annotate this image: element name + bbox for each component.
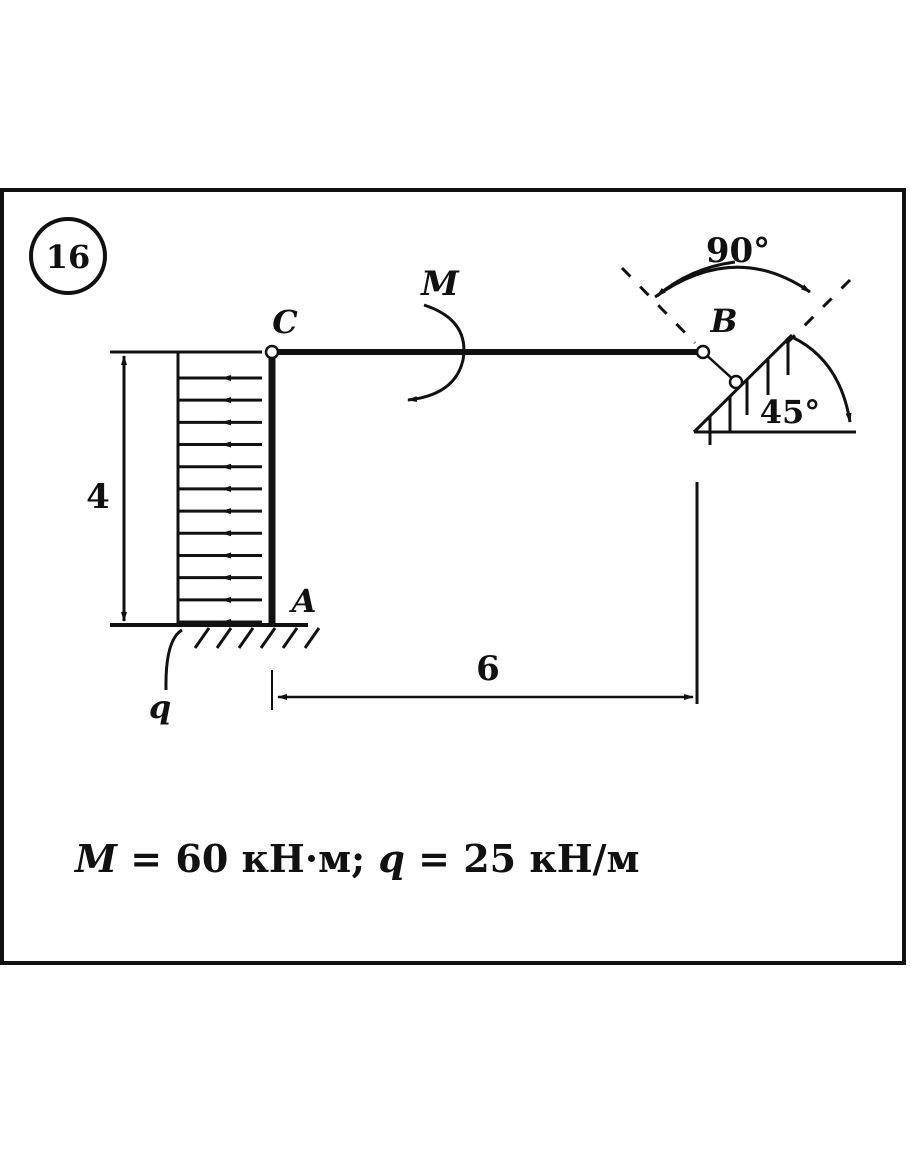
- given-q-symbol: q: [378, 836, 405, 881]
- ground-hatch-line: [259, 627, 277, 649]
- roller-b: [728, 374, 744, 390]
- roller-support-b: 90° 45° B: [620, 231, 856, 445]
- ground-hatch-line: [215, 627, 233, 649]
- span-dimension: 6: [271, 482, 699, 710]
- hinge-c: [264, 344, 280, 360]
- height-label: 4: [86, 477, 110, 517]
- moment-m: M: [407, 264, 466, 403]
- span-label: 6: [476, 649, 500, 689]
- point-b-label: B: [709, 302, 737, 340]
- angle-90-label: 90°: [706, 231, 770, 271]
- q-leader-line: [164, 628, 183, 691]
- problem-number-badge: 16: [29, 217, 107, 295]
- given-m-symbol: M: [73, 836, 118, 881]
- angle-45-label: 45°: [760, 393, 821, 431]
- point-a-label: A: [289, 582, 317, 620]
- given-q-value: = 25 кН/м: [405, 836, 640, 881]
- distributed-load-q: [110, 350, 262, 625]
- ground-hatch-line: [237, 627, 255, 649]
- moment-label: M: [420, 264, 460, 304]
- ground-hatch-line: [303, 627, 321, 649]
- problem-number: 16: [46, 238, 91, 276]
- ground-hatch-line: [281, 627, 299, 649]
- point-c-label: C: [272, 303, 298, 341]
- given-m-value: = 60 кН·м;: [117, 836, 378, 881]
- ground-hatch-line: [193, 627, 211, 649]
- given-values: M = 60 кН·м; q = 25 кН/м: [73, 836, 640, 881]
- problem-frame: [0, 188, 906, 965]
- hinge-b: [695, 344, 711, 360]
- fixed-support-a: [110, 623, 321, 649]
- height-dimension: 4: [86, 355, 127, 622]
- q-label: q: [149, 688, 171, 726]
